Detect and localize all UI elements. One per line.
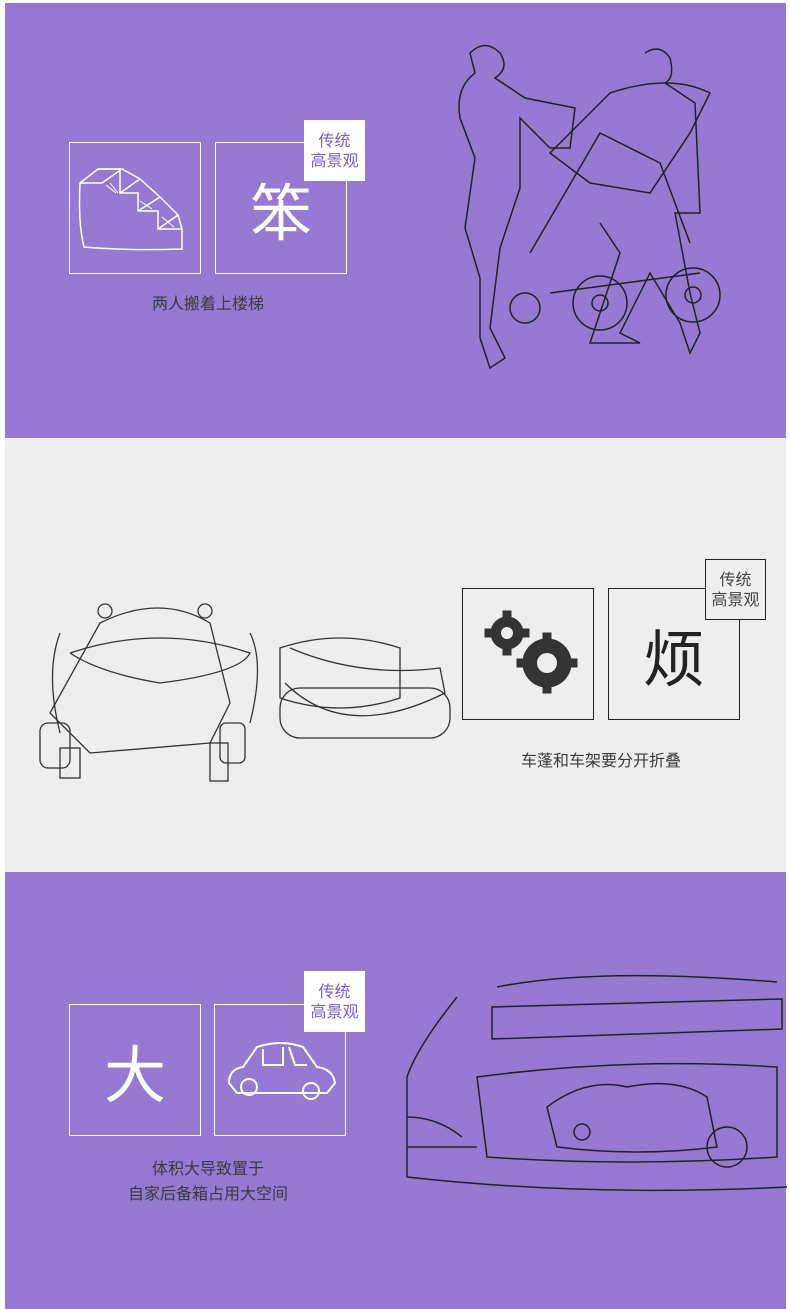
caption: 体积大导致置于 自家后备箱占用大空间 [69,1156,347,1206]
caption-line: 体积大导致置于 [151,1159,264,1178]
car-trunk-illustration [406,974,787,1192]
clumsy-char: 笨 [249,177,312,250]
stairs-icon-box [69,142,201,274]
car-icon [227,1042,337,1100]
tag-line: 传统 [719,569,752,589]
caption: 两人搬着上楼梯 [69,291,347,316]
section-size: 大 传统 高景观 体积大导致置于 自家后备箱占用大空间 [5,872,787,1309]
section-folding: 烦 传统 高景观 车蓬和车架要分开折叠 [5,438,786,872]
tag-line: 传统 [318,981,351,1001]
traditional-stroller-tag: 传统 高景观 [705,559,766,620]
stairs-icon [78,168,183,251]
troublesome-box: 烦 [608,588,740,720]
tag-line: 高景观 [310,1001,359,1021]
gears-icon-box [462,588,594,720]
gears-icon [484,610,578,694]
traditional-stroller-tag: 传统 高景观 [304,120,365,181]
clumsy-box: 笨 [215,142,347,274]
section-stairs: 笨 传统 高景观 两人搬着上楼梯 [5,3,786,438]
caption-line: 车蓬和车架要分开折叠 [520,751,681,770]
big-char: 大 [103,1039,166,1112]
troublesome-char: 烦 [642,623,705,696]
caption: 车蓬和车架要分开折叠 [462,748,740,773]
caption-line: 两人搬着上楼梯 [151,294,264,313]
people-carrying-stroller-illustration [458,44,721,370]
traditional-stroller-tag: 传统 高景观 [304,971,365,1032]
big-box: 大 [69,1004,201,1136]
car-icon-box [214,1004,346,1136]
tag-line: 高景观 [711,589,760,609]
tag-line: 传统 [318,130,351,150]
caption-line: 自家后备箱占用大空间 [127,1184,288,1203]
tag-line: 高景观 [310,150,359,170]
folded-stroller-illustration [39,603,451,782]
